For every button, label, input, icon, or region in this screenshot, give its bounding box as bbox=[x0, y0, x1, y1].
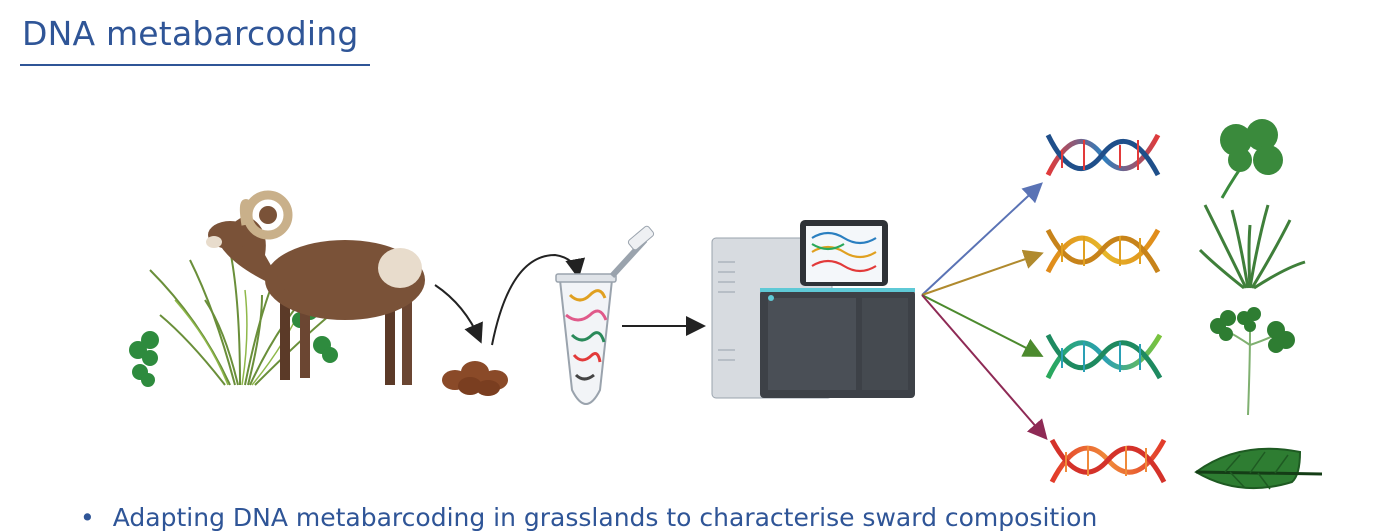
clover-sprig-icon bbox=[1210, 307, 1295, 416]
arrow-to-helix-gold bbox=[921, 249, 1044, 296]
bullet-text: Adapting DNA metabarcoding in grasslands… bbox=[112, 503, 1098, 532]
arrow-to-helix-red bbox=[921, 294, 1048, 441]
arrow-to-helix-green bbox=[921, 294, 1044, 357]
dung-pellets-icon bbox=[442, 361, 508, 396]
metabarcoding-diagram bbox=[129, 119, 1323, 490]
bighorn-sheep-icon bbox=[206, 190, 425, 385]
dna-helix-green-icon bbox=[1045, 333, 1163, 380]
arrow-to-dung bbox=[434, 284, 483, 344]
dna-helix-red-icon bbox=[1049, 438, 1167, 484]
dna-sequencer-icon bbox=[711, 220, 915, 399]
clover-leaf-icon bbox=[1220, 119, 1283, 199]
bullet-item: • Adapting DNA metabarcoding in grassland… bbox=[80, 503, 1097, 532]
sample-tube-icon bbox=[555, 225, 655, 405]
arrow-to-tube bbox=[491, 253, 586, 346]
grass-icon bbox=[1198, 204, 1306, 290]
dna-helix-blue-icon bbox=[1045, 133, 1161, 177]
dna-helix-gold-icon bbox=[1045, 228, 1161, 274]
broad-leaf-icon bbox=[1194, 447, 1323, 490]
title-underline bbox=[20, 64, 370, 66]
bullet-marker: • bbox=[80, 503, 95, 532]
slide-title: DNA metabarcoding bbox=[22, 14, 359, 53]
arrow-to-helix-blue bbox=[921, 182, 1043, 296]
